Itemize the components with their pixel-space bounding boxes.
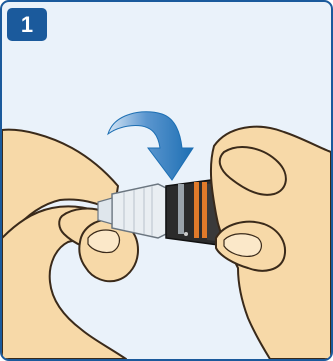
needle-attach-illustration bbox=[2, 2, 331, 359]
right-hand bbox=[211, 127, 331, 359]
curved-arrow-down-icon bbox=[108, 112, 193, 180]
left-hand bbox=[2, 130, 138, 359]
